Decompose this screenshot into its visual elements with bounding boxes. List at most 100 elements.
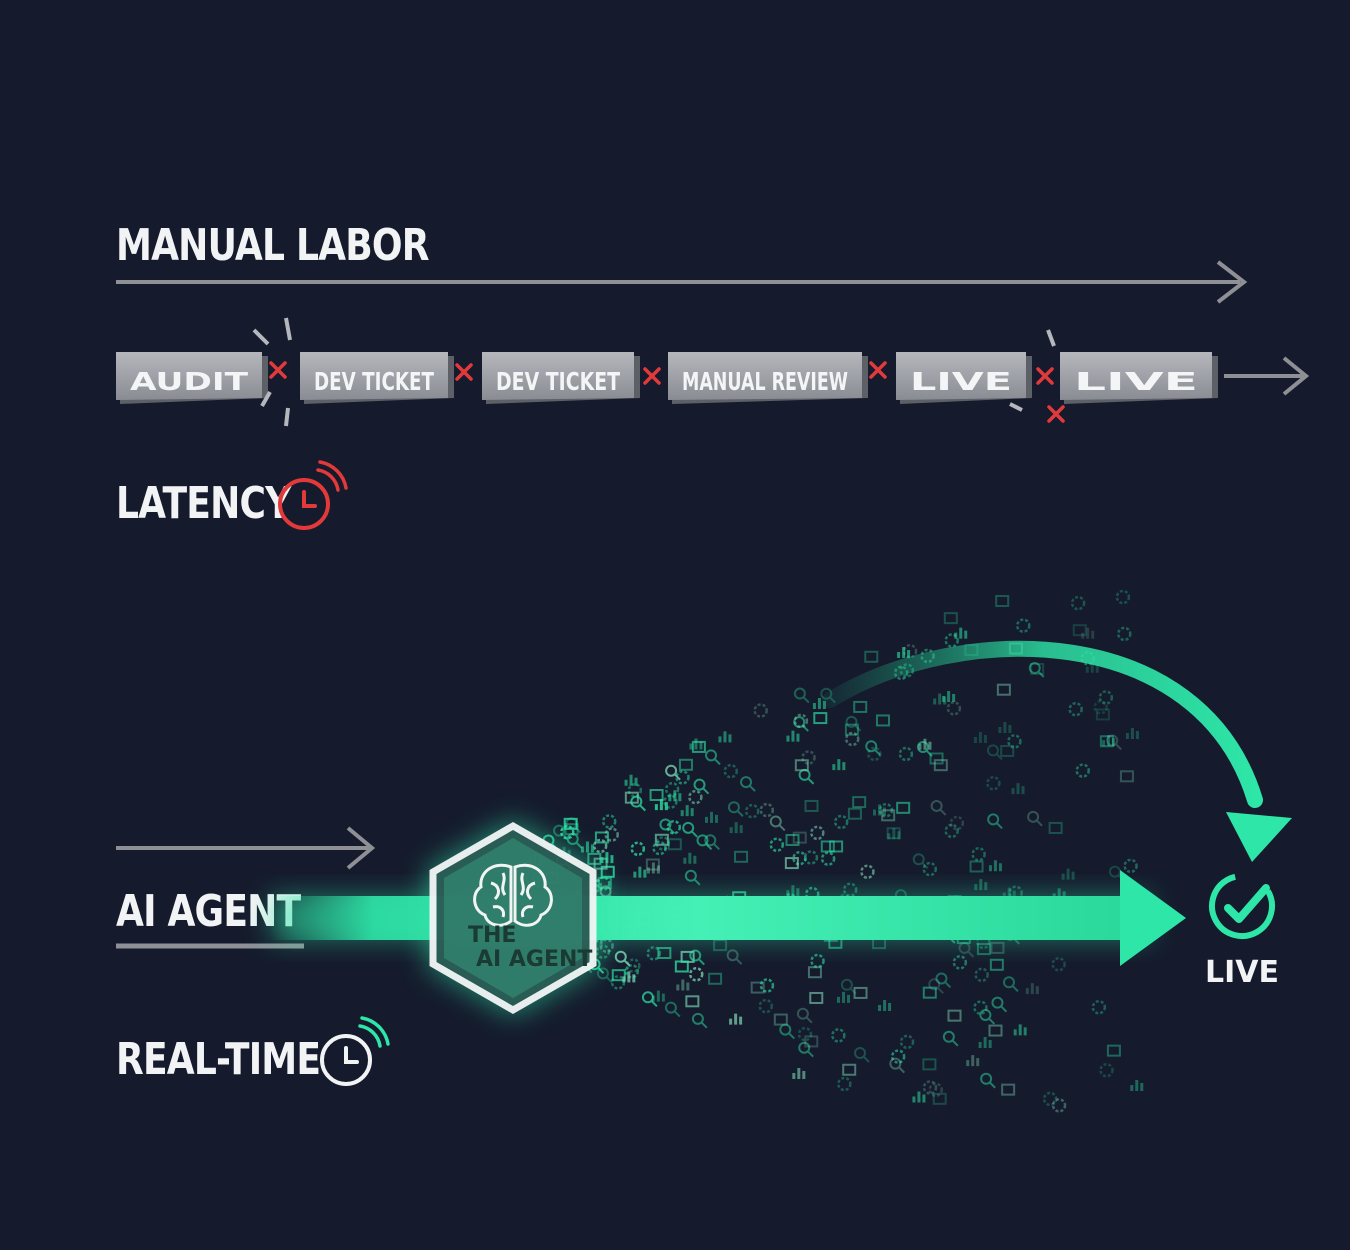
- task-particle-gear-icon: [899, 1034, 915, 1050]
- task-particle-box-icon: [1106, 1044, 1121, 1057]
- task-particle-search-icon: [845, 715, 862, 732]
- task-particle-search-icon: [689, 949, 705, 966]
- task-particle-gear-icon: [837, 1076, 852, 1092]
- task-particle-box-icon: [1099, 735, 1114, 748]
- task-particle-bars-icon: [680, 805, 694, 817]
- realtime-clock-icon: [320, 1016, 390, 1086]
- task-particle-bars-icon: [1061, 868, 1075, 880]
- task-particle-gear-icon: [792, 851, 807, 866]
- task-particle-box-icon: [784, 857, 799, 870]
- task-particle-gear-icon: [803, 850, 819, 865]
- task-particle-box-icon: [1072, 624, 1087, 637]
- task-particle-box-icon: [829, 840, 844, 853]
- task-particle-box-icon: [852, 796, 867, 809]
- task-particle-gear-icon: [946, 701, 962, 716]
- task-particle-search-icon: [1027, 810, 1043, 827]
- task-particle-search-icon: [630, 795, 647, 812]
- task-particle-gear-icon: [973, 1000, 988, 1015]
- task-particle-search-icon: [696, 834, 713, 851]
- task-particle-gear-icon: [1075, 763, 1090, 778]
- task-particle-search-icon: [1106, 734, 1122, 751]
- task-particle-box-icon: [654, 833, 669, 846]
- task-particle-box-icon: [881, 809, 896, 822]
- task-particle-search-icon: [779, 1023, 795, 1040]
- task-particle-gear-icon: [922, 861, 938, 877]
- task-particle-bars-icon: [887, 828, 901, 840]
- task-particle-gear-icon: [820, 851, 836, 866]
- task-particle-gear-icon: [1008, 885, 1023, 901]
- task-particle-gear-icon: [949, 815, 965, 831]
- error-x-icon: [269, 361, 287, 379]
- task-particle-search-icon: [727, 801, 744, 817]
- task-particle-box-icon: [792, 831, 807, 844]
- task-particle-box-icon: [674, 960, 689, 973]
- task-particle-gear-icon: [627, 783, 643, 798]
- task-particle-gear-icon: [1093, 699, 1108, 715]
- task-particle-box-icon: [708, 972, 723, 985]
- agent-beam-arrow: [270, 870, 1186, 966]
- task-particle-search-icon: [1028, 662, 1045, 678]
- task-particle-box-icon: [804, 1035, 819, 1048]
- manual-timeline-arrow: [116, 260, 1248, 304]
- task-particle-gear-icon: [831, 1028, 846, 1043]
- task-particle-gear-icon: [630, 841, 646, 857]
- task-particle-bars-icon: [705, 811, 719, 823]
- task-particle-box-icon: [657, 946, 672, 959]
- task-particle-box-icon: [875, 714, 890, 727]
- task-particle-gear-icon: [810, 825, 825, 841]
- task-particle-gear-icon: [759, 978, 775, 993]
- task-particle-box-icon: [794, 759, 809, 772]
- task-particle-bars-icon: [897, 647, 911, 659]
- task-particle-box-icon: [685, 995, 700, 1008]
- task-particle-box-icon: [587, 852, 602, 865]
- step-label: MANUAL REVIEW: [682, 367, 848, 396]
- task-particle-box-icon: [943, 612, 958, 625]
- task-particle-gear-icon: [890, 1049, 906, 1064]
- task-particle-search-icon: [726, 949, 743, 965]
- task-particle-gear-icon: [810, 953, 825, 969]
- task-particle-search-icon: [928, 978, 944, 994]
- task-particle-box-icon: [807, 966, 822, 979]
- task-particle-search-icon: [935, 972, 952, 989]
- task-particle-search-icon: [664, 1001, 681, 1018]
- task-particle-bars-icon: [978, 1037, 992, 1048]
- task-particle-gear-icon: [842, 882, 858, 898]
- hex-label-line1: THE: [468, 923, 516, 948]
- task-particle-gear-icon: [833, 814, 849, 830]
- task-particle-bars-icon: [718, 731, 732, 743]
- task-particle-box-icon: [809, 991, 824, 1004]
- task-particle-bars-icon: [837, 991, 851, 1003]
- task-particle-box-icon: [820, 840, 835, 853]
- task-particle-gear-icon: [1051, 957, 1066, 972]
- task-particle-box-icon: [969, 860, 984, 873]
- task-particle-search-icon: [1002, 976, 1019, 992]
- task-particle-box-icon: [1030, 663, 1045, 676]
- task-particle-gear-icon: [624, 964, 640, 979]
- task-particle-box-icon: [678, 758, 693, 771]
- step-block-4: MANUAL REVIEW: [668, 352, 868, 404]
- task-particle-search-icon: [566, 833, 583, 849]
- task-particle-search-icon: [641, 991, 658, 1008]
- task-particle-box-icon: [1119, 770, 1134, 783]
- task-particle-box-icon: [611, 969, 626, 982]
- task-particle-gear-icon: [595, 944, 611, 959]
- task-particle-box-icon: [594, 831, 609, 844]
- task-particle-search-icon: [659, 818, 676, 835]
- task-particle-search-icon: [693, 778, 710, 795]
- task-particle-bars-icon: [729, 1013, 743, 1025]
- task-particle-bars-icon: [1013, 1024, 1027, 1036]
- step-block-5: LIVE: [896, 352, 1032, 404]
- task-particle-search-icon: [986, 744, 1003, 761]
- task-particle-gear-icon: [898, 746, 914, 762]
- task-particle-box-icon: [922, 986, 937, 999]
- task-particle-gear-icon: [902, 644, 918, 659]
- step-block-1: AUDIT: [116, 352, 268, 404]
- task-particle-gear-icon: [1123, 858, 1138, 874]
- task-particle-bars-icon: [973, 732, 987, 744]
- task-particle-box-icon: [804, 799, 819, 812]
- task-particle-gear-icon: [675, 770, 690, 785]
- task-particle-box-icon: [1000, 744, 1015, 757]
- task-particle-gear-icon: [1007, 734, 1022, 749]
- step-block-2: DEV TICKET: [300, 352, 454, 404]
- task-particle-gear-icon: [769, 837, 785, 853]
